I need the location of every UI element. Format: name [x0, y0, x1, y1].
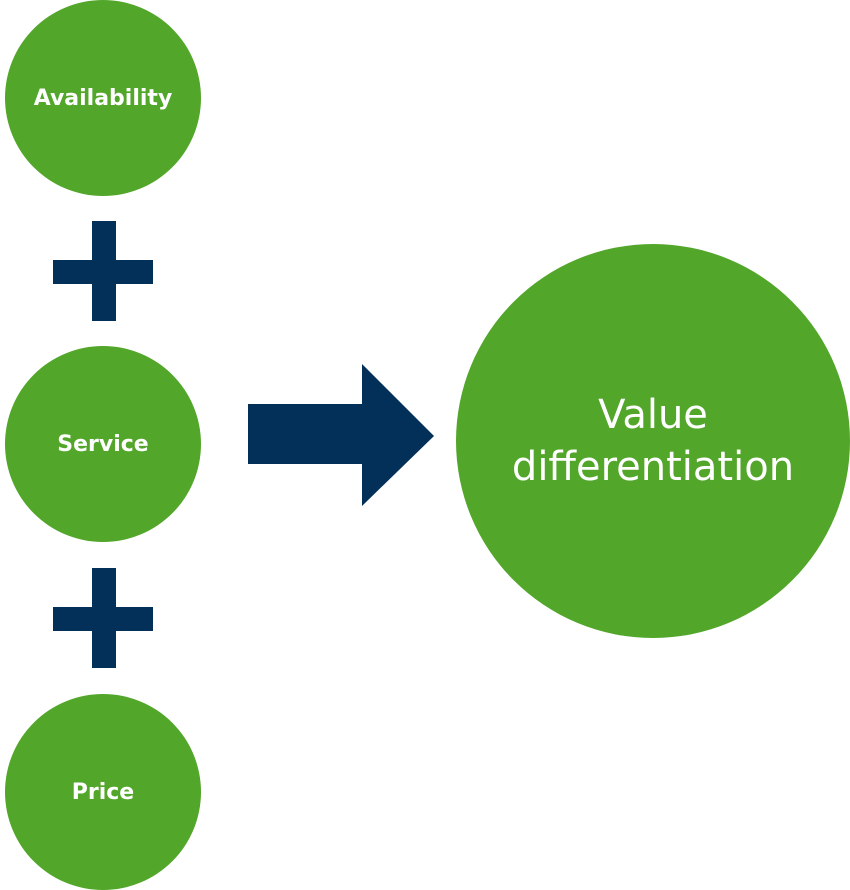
plus-icon [53, 568, 153, 668]
availability-label: Availability [33, 85, 173, 111]
result-line-1: Value [598, 392, 708, 438]
value-differentiation-circle: Value differentiation [456, 244, 850, 638]
result-line-2: differentiation [511, 444, 795, 490]
service-label: Service [57, 431, 149, 457]
price-label: Price [71, 779, 135, 805]
price-circle: Price [5, 694, 201, 890]
availability-circle: Availability [5, 0, 201, 196]
arrow-right-icon [248, 364, 434, 506]
service-circle: Service [5, 346, 201, 542]
plus-icon [53, 221, 153, 321]
